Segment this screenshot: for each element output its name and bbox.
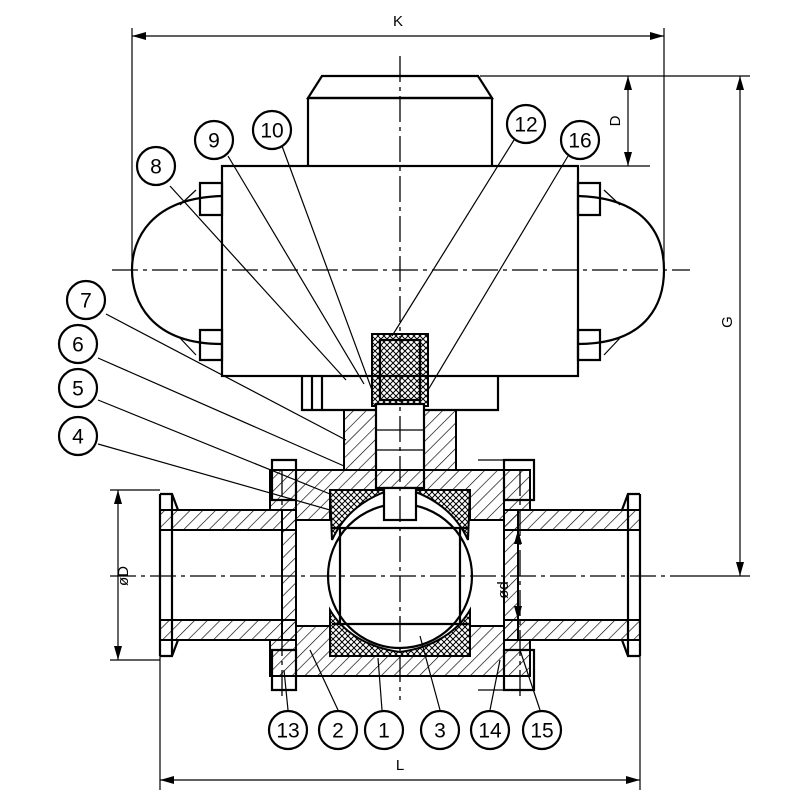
callout-10: 10 [251, 109, 293, 151]
cap-bolts-left [198, 181, 224, 362]
callout-12: 12 [505, 103, 547, 145]
right-pipe-bottom [503, 619, 641, 641]
svg-text:12: 12 [514, 114, 537, 137]
callout-5: 5 [57, 367, 99, 409]
dim-d-label: D [607, 115, 624, 126]
svg-text:13: 13 [276, 720, 299, 743]
left-flange [269, 469, 297, 677]
ball-bore [332, 526, 468, 626]
dim-l-label: L [396, 757, 404, 774]
seat-lower [329, 606, 471, 657]
left-clamp-ferrule [158, 494, 174, 656]
svg-text:5: 5 [72, 378, 84, 401]
left-pipe-top [159, 509, 297, 531]
svg-text:2: 2 [332, 720, 344, 743]
svg-text:1: 1 [378, 720, 390, 743]
svg-text:15: 15 [530, 720, 553, 743]
svg-text:16: 16 [568, 130, 591, 153]
callout-6: 6 [57, 323, 99, 365]
dim-phi-d-label: ød [495, 581, 512, 599]
svg-text:10: 10 [260, 120, 283, 143]
callout-9: 9 [193, 119, 235, 161]
svg-text:8: 8 [150, 156, 162, 179]
svg-text:7: 7 [80, 290, 92, 313]
left-pipe-bottom [159, 619, 297, 641]
dim-phi-D-label: øD [115, 566, 132, 586]
bolts-right [502, 458, 536, 692]
callout-15: 15 [521, 709, 563, 751]
dim-k-label: K [393, 13, 403, 30]
callout-2: 2 [317, 709, 359, 751]
callout-13: 13 [267, 709, 309, 751]
svg-text:14: 14 [478, 720, 502, 743]
dim-g-label: G [719, 316, 736, 328]
dimensions: K D G L øD ød [110, 13, 750, 790]
valve-body [158, 458, 642, 692]
leader-lines [97, 139, 569, 711]
right-clamp-ferrule [626, 494, 642, 656]
callout-1: 1 [363, 709, 405, 751]
callout-4: 4 [57, 415, 99, 457]
svg-text:9: 9 [208, 130, 220, 153]
neck-left [343, 409, 377, 471]
right-flange [503, 469, 531, 677]
svg-text:3: 3 [434, 720, 446, 743]
callout-16: 16 [559, 119, 601, 161]
center-lines [110, 56, 690, 700]
svg-text:4: 4 [72, 426, 84, 449]
neck-right [423, 409, 457, 471]
right-pipe-top [503, 509, 641, 531]
callout-7: 7 [65, 279, 107, 321]
callout-3: 3 [419, 709, 461, 751]
callout-14: 14 [469, 709, 511, 751]
cap-bolts-right [576, 181, 602, 362]
callout-8: 8 [135, 145, 177, 187]
svg-text:6: 6 [72, 334, 84, 357]
